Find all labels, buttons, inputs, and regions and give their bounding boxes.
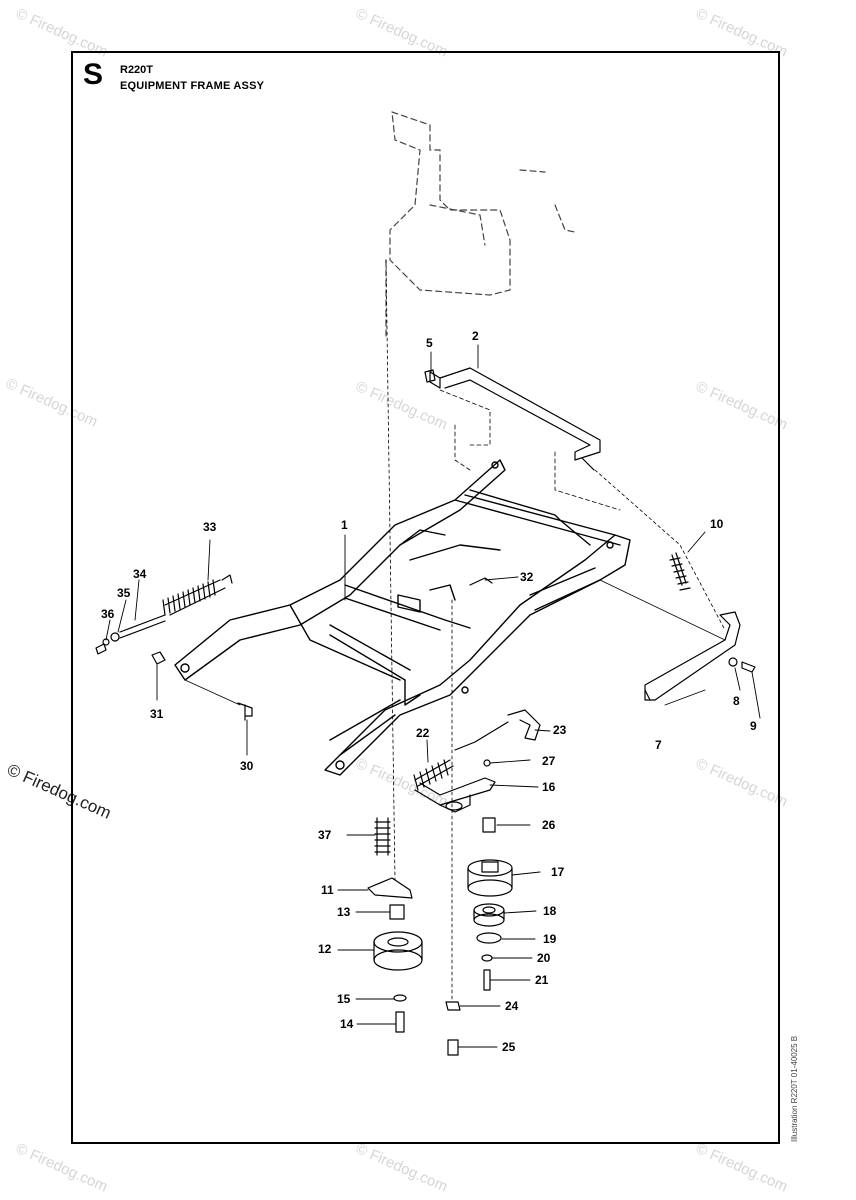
nut-27 — [483, 759, 491, 767]
callout-9: 9 — [750, 719, 757, 733]
callout-7: 7 — [655, 738, 662, 752]
callout-20: 20 — [537, 951, 551, 965]
callout-23: 23 — [553, 723, 567, 737]
model-label: R220T — [120, 64, 154, 76]
bolt-5 — [424, 369, 436, 383]
callout-26: 26 — [542, 818, 556, 832]
callout-33: 33 — [203, 520, 217, 534]
spring-37 — [374, 817, 391, 856]
callout-32: 32 — [520, 570, 534, 584]
washer — [728, 657, 738, 667]
callout-8: 8 — [733, 694, 740, 708]
bolt-14 — [395, 1011, 405, 1033]
tractor-outline-dashed — [385, 111, 576, 341]
washer-15 — [393, 994, 407, 1002]
diagram-title: EQUIPMENT FRAME ASSY — [120, 80, 265, 92]
callout-10: 10 — [710, 517, 724, 531]
washer-19 — [476, 932, 502, 944]
idler-arm — [414, 777, 496, 813]
callout-19: 19 — [543, 932, 557, 946]
callout-31: 31 — [150, 707, 164, 721]
spacer-26 — [482, 817, 496, 833]
callout-22: 22 — [416, 726, 430, 740]
callout-27: 27 — [542, 754, 556, 768]
return-spring-cable — [413, 709, 541, 791]
callout-12: 12 — [318, 942, 332, 956]
callout-34: 34 — [133, 567, 147, 581]
callout-17: 17 — [551, 865, 565, 879]
bolt-25 — [447, 1039, 459, 1056]
nut-and-bolt — [151, 651, 253, 721]
washer-20 — [481, 954, 493, 962]
drawing-frame — [71, 51, 780, 1144]
callout-21: 21 — [535, 973, 549, 987]
idler-pulley-17 — [467, 859, 513, 897]
callout-5: 5 — [426, 336, 433, 350]
lift-bracket — [644, 611, 741, 701]
leader-lines — [105, 344, 761, 1048]
callout-14: 14 — [340, 1017, 354, 1031]
lift-spring — [669, 552, 691, 591]
callout-35: 35 — [117, 586, 131, 600]
callout-15: 15 — [337, 992, 351, 1006]
bracket-11 — [367, 877, 413, 899]
bearing-18 — [473, 903, 505, 927]
callout-25: 25 — [502, 1040, 516, 1054]
lift-rod — [429, 367, 601, 471]
callout-11: 11 — [321, 883, 334, 897]
hook-part — [469, 577, 493, 586]
tension-spring-assembly — [95, 574, 233, 655]
callout-16: 16 — [542, 780, 556, 794]
callout-13: 13 — [337, 905, 351, 919]
bolt-21 — [483, 969, 491, 991]
pulley-12 — [373, 931, 423, 971]
callout-36: 36 — [101, 607, 115, 621]
section-letter: S — [83, 58, 104, 91]
callout-2: 2 — [472, 329, 479, 343]
spacer-13 — [389, 904, 405, 920]
callout-1: 1 — [341, 518, 348, 532]
callout-30: 30 — [240, 759, 254, 773]
callout-37: 37 — [318, 828, 332, 842]
callout-18: 18 — [543, 904, 557, 918]
bolt-9 — [741, 661, 756, 673]
callout-24: 24 — [505, 999, 519, 1013]
equipment-frame — [174, 459, 631, 776]
nut-24 — [445, 1001, 461, 1011]
